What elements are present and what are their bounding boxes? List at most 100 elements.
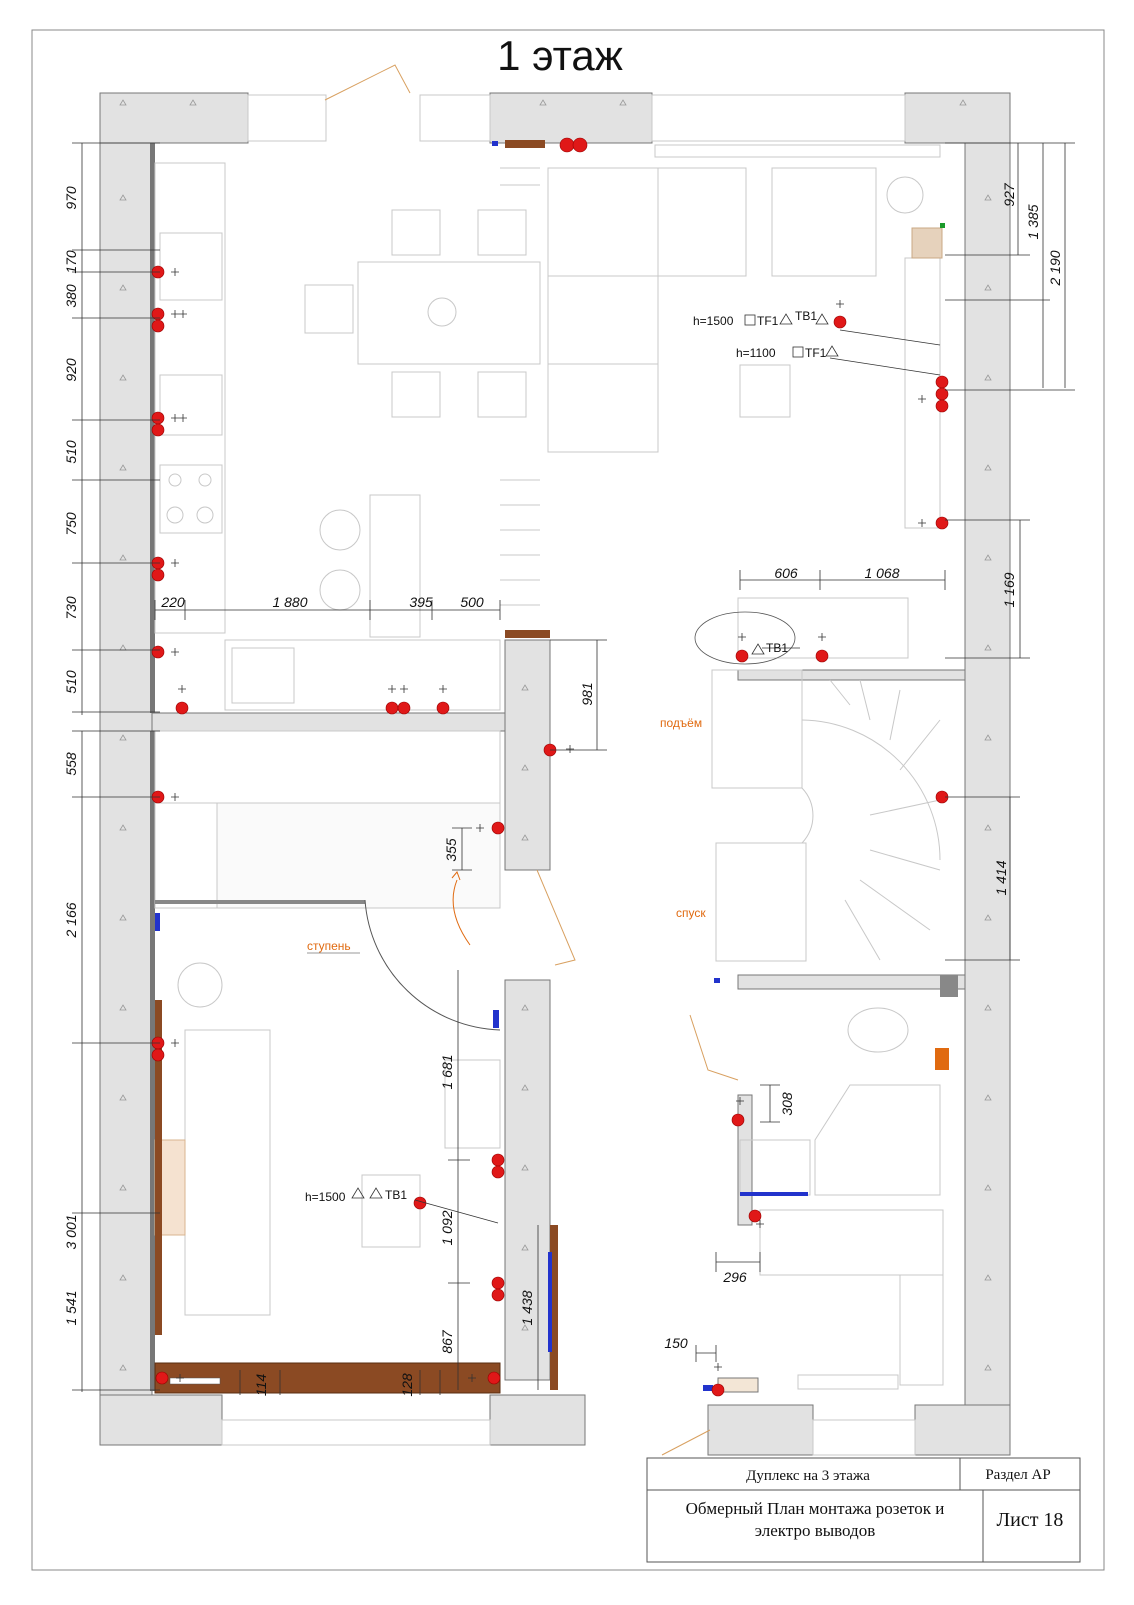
callout-living-height: h=1500 <box>693 314 734 328</box>
callout-living-tf1-2: TF1 <box>805 346 827 360</box>
bath-cabinets <box>759 1209 944 1276</box>
tb-section: Раздел АР <box>985 1467 1050 1483</box>
socket <box>175 701 189 715</box>
socket-marks <box>171 268 926 1382</box>
wood-top-vent <box>505 140 545 148</box>
door-bath-swing <box>689 1014 739 1081</box>
dim-left-510b: 510 <box>63 670 79 694</box>
dim-left-170: 170 <box>63 250 79 274</box>
data-socket-icon <box>815 313 829 325</box>
wood-sill-gap <box>169 1377 221 1385</box>
tv-unit <box>904 257 941 529</box>
door-bedroom-swing <box>364 899 501 1031</box>
blue-strip-bath <box>740 1192 808 1196</box>
wall-right <box>964 142 1011 1444</box>
dim-right-1385: 1 385 <box>1025 204 1041 239</box>
stair-curve <box>801 719 941 861</box>
wardrobe <box>154 730 501 804</box>
door-entry-swing <box>324 64 411 101</box>
dim-1092: 1 092 <box>439 1210 455 1245</box>
tb-project: Дуплекс на 3 этажа <box>746 1468 870 1484</box>
chair-2 <box>477 209 527 256</box>
kitchen-cabinets <box>154 162 226 634</box>
socket <box>572 137 588 153</box>
socket <box>491 821 505 835</box>
socket <box>491 1288 505 1302</box>
wall-left <box>99 142 153 1444</box>
socket <box>491 1276 505 1290</box>
kitchen-bottom-counter <box>224 639 501 711</box>
dim-left-730: 730 <box>63 596 79 620</box>
cooktop <box>159 464 223 534</box>
socket <box>436 701 450 715</box>
bedroom-phone-icon <box>351 1187 365 1199</box>
hall-data-icon <box>751 643 765 655</box>
socket <box>385 701 399 715</box>
wardrobe-side <box>154 802 218 909</box>
socket <box>815 649 829 663</box>
chair-4 <box>391 371 441 418</box>
wall-top-3 <box>904 92 1011 144</box>
tv-socket-icon <box>744 314 756 326</box>
callout-living-tb1: TB1 <box>795 309 817 323</box>
socket <box>935 399 949 413</box>
island <box>369 494 421 638</box>
sofa-4 <box>547 363 659 453</box>
stair-treads <box>829 679 941 961</box>
dim-hall-606: 606 <box>774 565 798 581</box>
armchair <box>771 167 877 277</box>
sofa-3 <box>547 275 659 365</box>
plant <box>886 176 924 214</box>
blue-marker-3 <box>492 141 498 146</box>
furniture <box>154 144 944 1390</box>
toilet <box>847 1007 909 1053</box>
phone-socket-icon-2 <box>825 345 839 357</box>
callout-living-height-2: h=1100 <box>736 346 776 360</box>
hall-tiles <box>216 802 501 909</box>
hall-callout-oval <box>694 611 796 665</box>
title-block-frame <box>646 1457 1081 1563</box>
chair-3 <box>304 284 354 334</box>
bath-shelves <box>899 1274 944 1386</box>
note-lift: подъём <box>660 716 702 730</box>
socket <box>413 1196 427 1210</box>
sofa-1 <box>547 167 659 277</box>
stair-lower-flight <box>715 842 807 962</box>
dim-left-510a: 510 <box>63 440 79 464</box>
dim-right-927: 927 <box>1001 182 1017 207</box>
wall-kitchen-bottom <box>151 712 506 732</box>
dim-128: 128 <box>399 1373 415 1397</box>
dim-left-750: 750 <box>63 512 79 536</box>
dim-kitchen-500: 500 <box>460 594 484 610</box>
socket <box>748 1209 762 1223</box>
dim-kitchen-220: 220 <box>160 594 185 610</box>
dim-981: 981 <box>579 682 595 705</box>
tb-drawing-line2: электро выводов <box>755 1521 876 1540</box>
dim-left-2166: 2 166 <box>63 902 79 938</box>
bedroom-wall-line <box>150 731 155 1391</box>
sink <box>231 647 295 704</box>
door-bottom-swing <box>661 1429 711 1456</box>
window-top-2 <box>419 94 491 142</box>
wall-bottom-1 <box>99 1394 223 1446</box>
walls <box>99 92 1011 1456</box>
orange-boiler <box>935 1048 949 1070</box>
blue-marker-2 <box>493 1010 499 1028</box>
wall-top-1 <box>99 92 249 144</box>
radiator-bottom <box>797 1374 899 1390</box>
tb-sheet: Лист 18 <box>997 1509 1064 1531</box>
socket <box>155 1371 169 1385</box>
window-top-3 <box>651 94 906 142</box>
dim-114: 114 <box>253 1374 269 1397</box>
note-step: ступень <box>307 939 351 953</box>
dim-kitchen-1880: 1 880 <box>272 594 307 610</box>
hall-console <box>737 597 909 659</box>
dining-table <box>357 261 541 365</box>
socket <box>397 701 411 715</box>
dim-355: 355 <box>443 838 459 862</box>
callout-hall-tb1: TB1 <box>766 641 788 655</box>
blue-marker-1 <box>155 913 160 931</box>
callout-bedroom-tb1: TB1 <box>385 1188 407 1202</box>
